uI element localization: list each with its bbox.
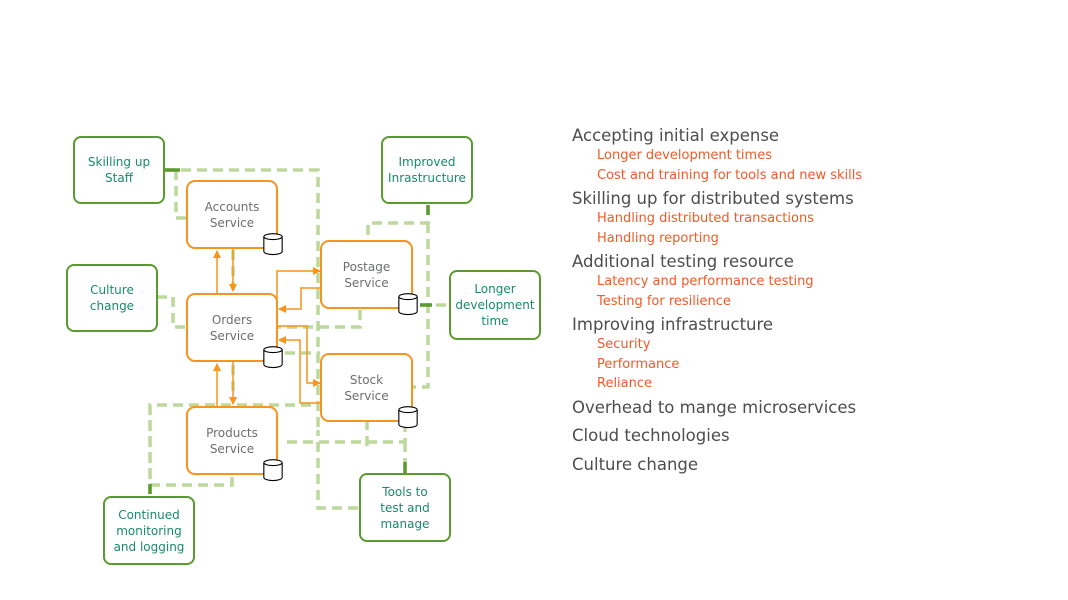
list-heading: Skilling up for distributed systems xyxy=(572,189,854,208)
concern-longer-development-time: Longer development time xyxy=(449,270,541,340)
dashed-region-skilling xyxy=(165,168,320,430)
arrow-stock-to-orders xyxy=(278,336,320,404)
dashed-region-monitoring xyxy=(148,403,318,494)
microservices-diagram: Skilling up Staff Improved Inrastructure… xyxy=(66,136,541,565)
database-icon xyxy=(398,293,418,316)
list-subitem: Cost and training for tools and new skil… xyxy=(597,167,863,183)
service-postage: Postage Service xyxy=(320,240,413,309)
list-heading: Culture change xyxy=(572,454,699,474)
list-subitem: Performance xyxy=(597,356,680,372)
database-icon xyxy=(398,406,418,429)
list-subitem: Testing for resilience xyxy=(597,293,731,309)
list-heading: Cloud technologies xyxy=(572,426,730,445)
diagram-connectors xyxy=(148,168,450,510)
dashed-region-culture xyxy=(157,295,362,329)
concern-tools-to-test: Tools to test and manage xyxy=(359,473,451,542)
list-subitem: Security xyxy=(597,337,651,352)
concern-skilling-up-staff: Skilling up Staff xyxy=(73,136,165,204)
list-group: Additional testing resource Latency and … xyxy=(572,252,1052,311)
concern-continued-monitoring: Continued monitoring and logging xyxy=(103,496,195,565)
dashed-region-tools xyxy=(287,420,407,510)
list-group: Improving infrastructure Security Perfor… xyxy=(572,315,1052,394)
service-products: Products Service xyxy=(186,406,278,475)
list-subitem: Latency and performance testing xyxy=(597,274,814,289)
list-heading: Additional testing resource xyxy=(572,252,794,271)
concern-improved-infrastructure: Improved Inrastructure xyxy=(381,136,473,204)
database-icon xyxy=(263,346,283,369)
list-heading: Improving infrastructure xyxy=(572,315,774,334)
list-group: Skilling up for distributed systems Hand… xyxy=(572,189,1052,248)
database-icon xyxy=(263,233,283,256)
list-heading: Overhead to mange microservices xyxy=(572,397,857,417)
list-heading: Accepting initial expense xyxy=(572,126,780,145)
list-subitem: Longer development times xyxy=(597,148,772,163)
database-icon xyxy=(263,459,283,482)
list-group: Overhead to mange microservices xyxy=(572,398,1052,418)
list-group: Accepting initial expense Longer develop… xyxy=(572,126,1052,185)
list-subitem: Reliance xyxy=(597,376,653,391)
list-group: Cloud technologies xyxy=(572,426,1052,446)
arrow-postage-to-orders xyxy=(278,287,320,313)
service-orders: Orders Service xyxy=(186,293,278,362)
service-stock: Stock Service xyxy=(320,353,413,422)
concern-culture-change: Culture change xyxy=(66,264,158,332)
challenges-list: Accepting initial expense Longer develop… xyxy=(572,126,1052,483)
arrow-orders-to-postage xyxy=(276,267,321,305)
list-group: Culture change xyxy=(572,455,1052,475)
list-subitem: Handling reporting xyxy=(597,230,719,246)
service-accounts: Accounts Service xyxy=(186,180,278,249)
list-subitem: Handling distributed transactions xyxy=(597,211,814,226)
arrow-orders-to-stock xyxy=(277,325,321,387)
